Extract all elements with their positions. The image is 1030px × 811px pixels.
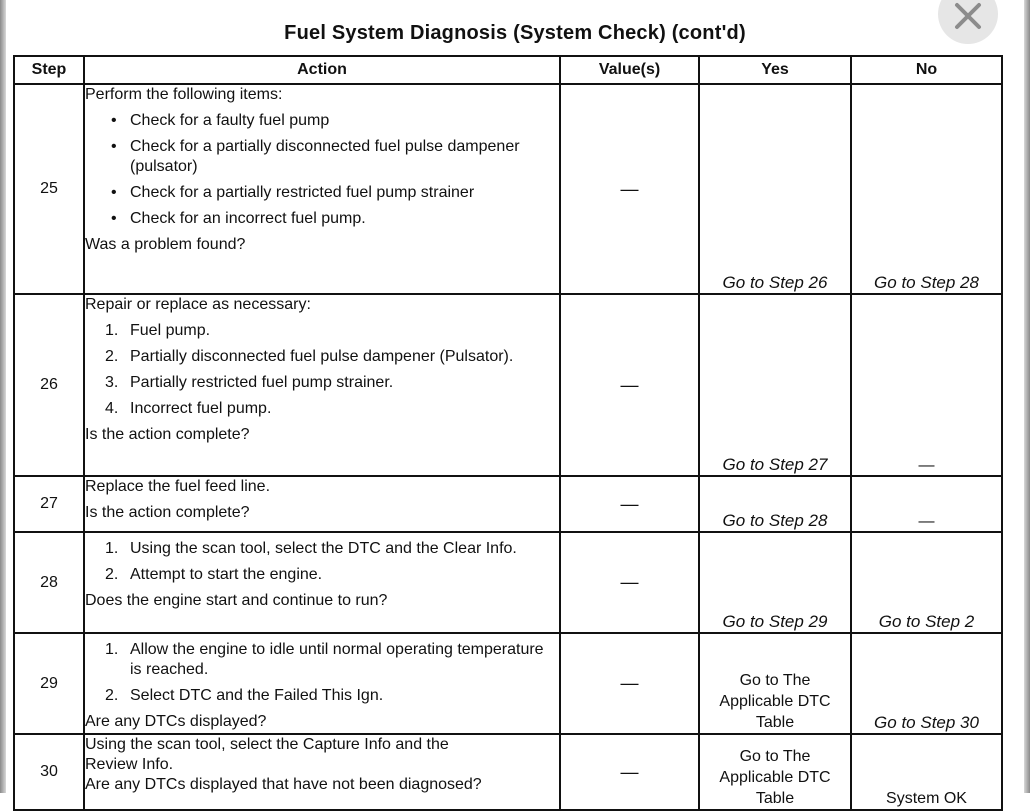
value-cell: — [559,733,700,811]
action-cell: Repair or replace as necessary: 1.Fuel p… [83,293,561,477]
list-item: 1.Allow the engine to idle until normal … [105,641,544,678]
action-cell: Using the scan tool, select the Capture … [83,733,561,811]
action-question: Was a problem found? [85,236,246,253]
value-cell: — [559,531,700,634]
yes-cell: Go to Step 27 [698,293,852,477]
action-cell: Perform the following items: Check for a… [83,83,561,295]
list-item: 2.Partially disconnected fuel pulse damp… [105,348,514,365]
value-cell: — [559,293,700,477]
table-row: 26 Repair or replace as necessary: 1.Fue… [13,293,1003,477]
value-cell: — [559,83,700,295]
action-lead: Perform the following items: [85,86,283,103]
list-item: 2.Select DTC and the Failed This Ign. [105,687,384,704]
table-row: 28 1.Using the scan tool, select the DTC… [13,531,1003,634]
header-yes: Yes [698,55,852,85]
list-item: 1.Using the scan tool, select the DTC an… [105,540,517,557]
close-icon [955,3,981,29]
value-cell: — [559,475,700,533]
action-lead: Replace the fuel feed line. [85,478,271,495]
list-item: Check for a faulty fuel pump [85,111,559,131]
action-list: 1.Fuel pump. 2.Partially disconnected fu… [85,321,559,419]
step-number: 29 [13,632,85,735]
header-no: No [850,55,1003,85]
header-step: Step [13,55,85,85]
action-question: Does the engine start and continue to ru… [85,592,388,609]
no-cell: System OK [850,733,1003,811]
list-item: 2.Attempt to start the engine. [105,566,323,583]
action-lead: Using the scan tool, select the Capture … [85,736,449,773]
table-row: 29 1.Allow the engine to idle until norm… [13,632,1003,735]
action-cell: 1.Allow the engine to idle until normal … [83,632,561,735]
table-row: 25 Perform the following items: Check fo… [13,83,1003,295]
no-cell: Go to Step 30 [850,632,1003,735]
step-number: 30 [13,733,85,811]
header-values: Value(s) [559,55,700,85]
step-number: 27 [13,475,85,533]
table-row: 30 Using the scan tool, select the Captu… [13,733,1003,811]
table-row: 27 Replace the fuel feed line. Is the ac… [13,475,1003,533]
step-number: 26 [13,293,85,477]
value-cell: — [559,632,700,735]
step-number: 25 [13,83,85,295]
list-item: Check for an incorrect fuel pump. [85,209,559,229]
action-list: 1.Using the scan tool, select the DTC an… [85,539,559,585]
action-list: Check for a faulty fuel pump Check for a… [85,111,559,229]
action-list: 1.Allow the engine to idle until normal … [85,640,559,706]
header-action: Action [83,55,561,85]
no-cell: — [850,475,1003,533]
action-question: Are any DTCs displayed? [85,713,267,730]
action-question: Are any DTCs displayed that have not bee… [85,776,482,793]
list-item: 3.Partially restricted fuel pump straine… [105,374,394,391]
yes-cell: Go to The Applicable DTC Table [698,632,852,735]
no-cell: — [850,293,1003,477]
list-item: Check for a partially disconnected fuel … [85,137,559,177]
action-cell: 1.Using the scan tool, select the DTC an… [83,531,561,634]
list-item: Check for a partially restricted fuel pu… [85,183,559,203]
diagnosis-table: Step Action Value(s) Yes No 25 Perform t… [13,55,1003,811]
step-number: 28 [13,531,85,634]
action-cell: Replace the fuel feed line. Is the actio… [83,475,561,533]
close-button[interactable] [938,0,998,44]
no-cell: Go to Step 28 [850,83,1003,295]
document-title: Fuel System Diagnosis (System Check) (co… [284,22,746,44]
yes-cell: Go to The Applicable DTC Table [698,733,852,811]
yes-cell: Go to Step 28 [698,475,852,533]
action-question: Is the action complete? [85,504,250,521]
no-cell: Go to Step 2 [850,531,1003,634]
table-header-row: Step Action Value(s) Yes No [13,55,1003,85]
action-lead: Repair or replace as necessary: [85,296,311,313]
window-edge-left [0,0,6,793]
list-item: 4.Incorrect fuel pump. [105,400,272,417]
list-item: 1.Fuel pump. [105,322,211,339]
action-question: Is the action complete? [85,426,250,443]
yes-cell: Go to Step 29 [698,531,852,634]
yes-cell: Go to Step 26 [698,83,852,295]
window-edge-right [1024,0,1030,793]
